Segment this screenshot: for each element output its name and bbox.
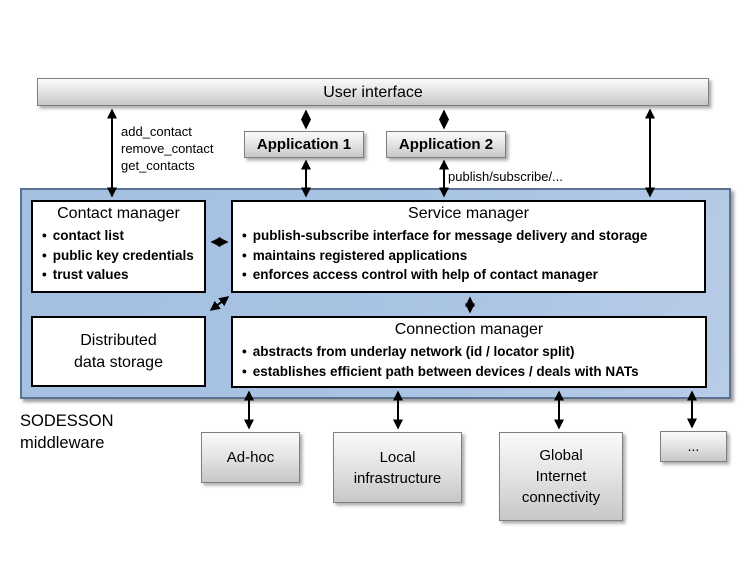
service-manager-bullets: publish-subscribe interface for message … bbox=[233, 226, 704, 285]
bullet-item: trust values bbox=[42, 265, 200, 285]
api-call-add-contact: add_contact bbox=[121, 124, 192, 139]
bullet-item: establishes efficient path between devic… bbox=[242, 362, 701, 382]
bullet-item: abstracts from underlay network (id / lo… bbox=[242, 342, 701, 362]
bullet-item: contact list bbox=[42, 226, 200, 246]
bullet-item: publish-subscribe interface for message … bbox=[242, 226, 700, 246]
bullet-item: enforces access control with help of con… bbox=[242, 265, 700, 285]
user-interface-label: User interface bbox=[323, 83, 423, 101]
distributed-data-storage-box: Distributed data storage bbox=[31, 316, 206, 387]
network-local-infrastructure-box: Local infrastructure bbox=[333, 432, 462, 503]
contact-manager-box: Contact manager contact list public key … bbox=[31, 200, 206, 293]
user-interface-box: User interface bbox=[37, 78, 709, 106]
contact-manager-bullets: contact list public key credentials trus… bbox=[33, 226, 204, 285]
application-1-label: Application 1 bbox=[256, 136, 352, 153]
network-global-internet-box: Global Internet connectivity bbox=[499, 432, 623, 521]
connection-manager-title: Connection manager bbox=[394, 321, 544, 338]
api-call-labels: add_contact remove_contact get_contacts bbox=[121, 123, 214, 174]
application-2-label: Application 2 bbox=[398, 136, 494, 153]
service-manager-box: Service manager publish-subscribe interf… bbox=[231, 200, 706, 293]
api-call-get-contacts: get_contacts bbox=[121, 158, 195, 173]
contact-manager-title: Contact manager bbox=[57, 205, 180, 222]
application-1-box: Application 1 bbox=[244, 131, 364, 158]
middleware-name-label: SODESSON middleware bbox=[20, 412, 114, 452]
network-other-box: ... bbox=[660, 431, 727, 462]
distributed-data-storage-label: Distributed data storage bbox=[74, 331, 163, 371]
service-manager-title: Service manager bbox=[408, 205, 529, 222]
network-adhoc-box: Ad-hoc bbox=[201, 432, 300, 483]
bullet-item: public key credentials bbox=[42, 246, 200, 266]
bullet-item: maintains registered applications bbox=[242, 246, 700, 266]
pubsub-label: publish/subscribe/... bbox=[448, 169, 563, 184]
connection-manager-bullets: abstracts from underlay network (id / lo… bbox=[233, 342, 705, 381]
connection-manager-box: Connection manager abstracts from underl… bbox=[231, 316, 707, 388]
api-call-remove-contact: remove_contact bbox=[121, 141, 214, 156]
application-2-box: Application 2 bbox=[386, 131, 506, 158]
